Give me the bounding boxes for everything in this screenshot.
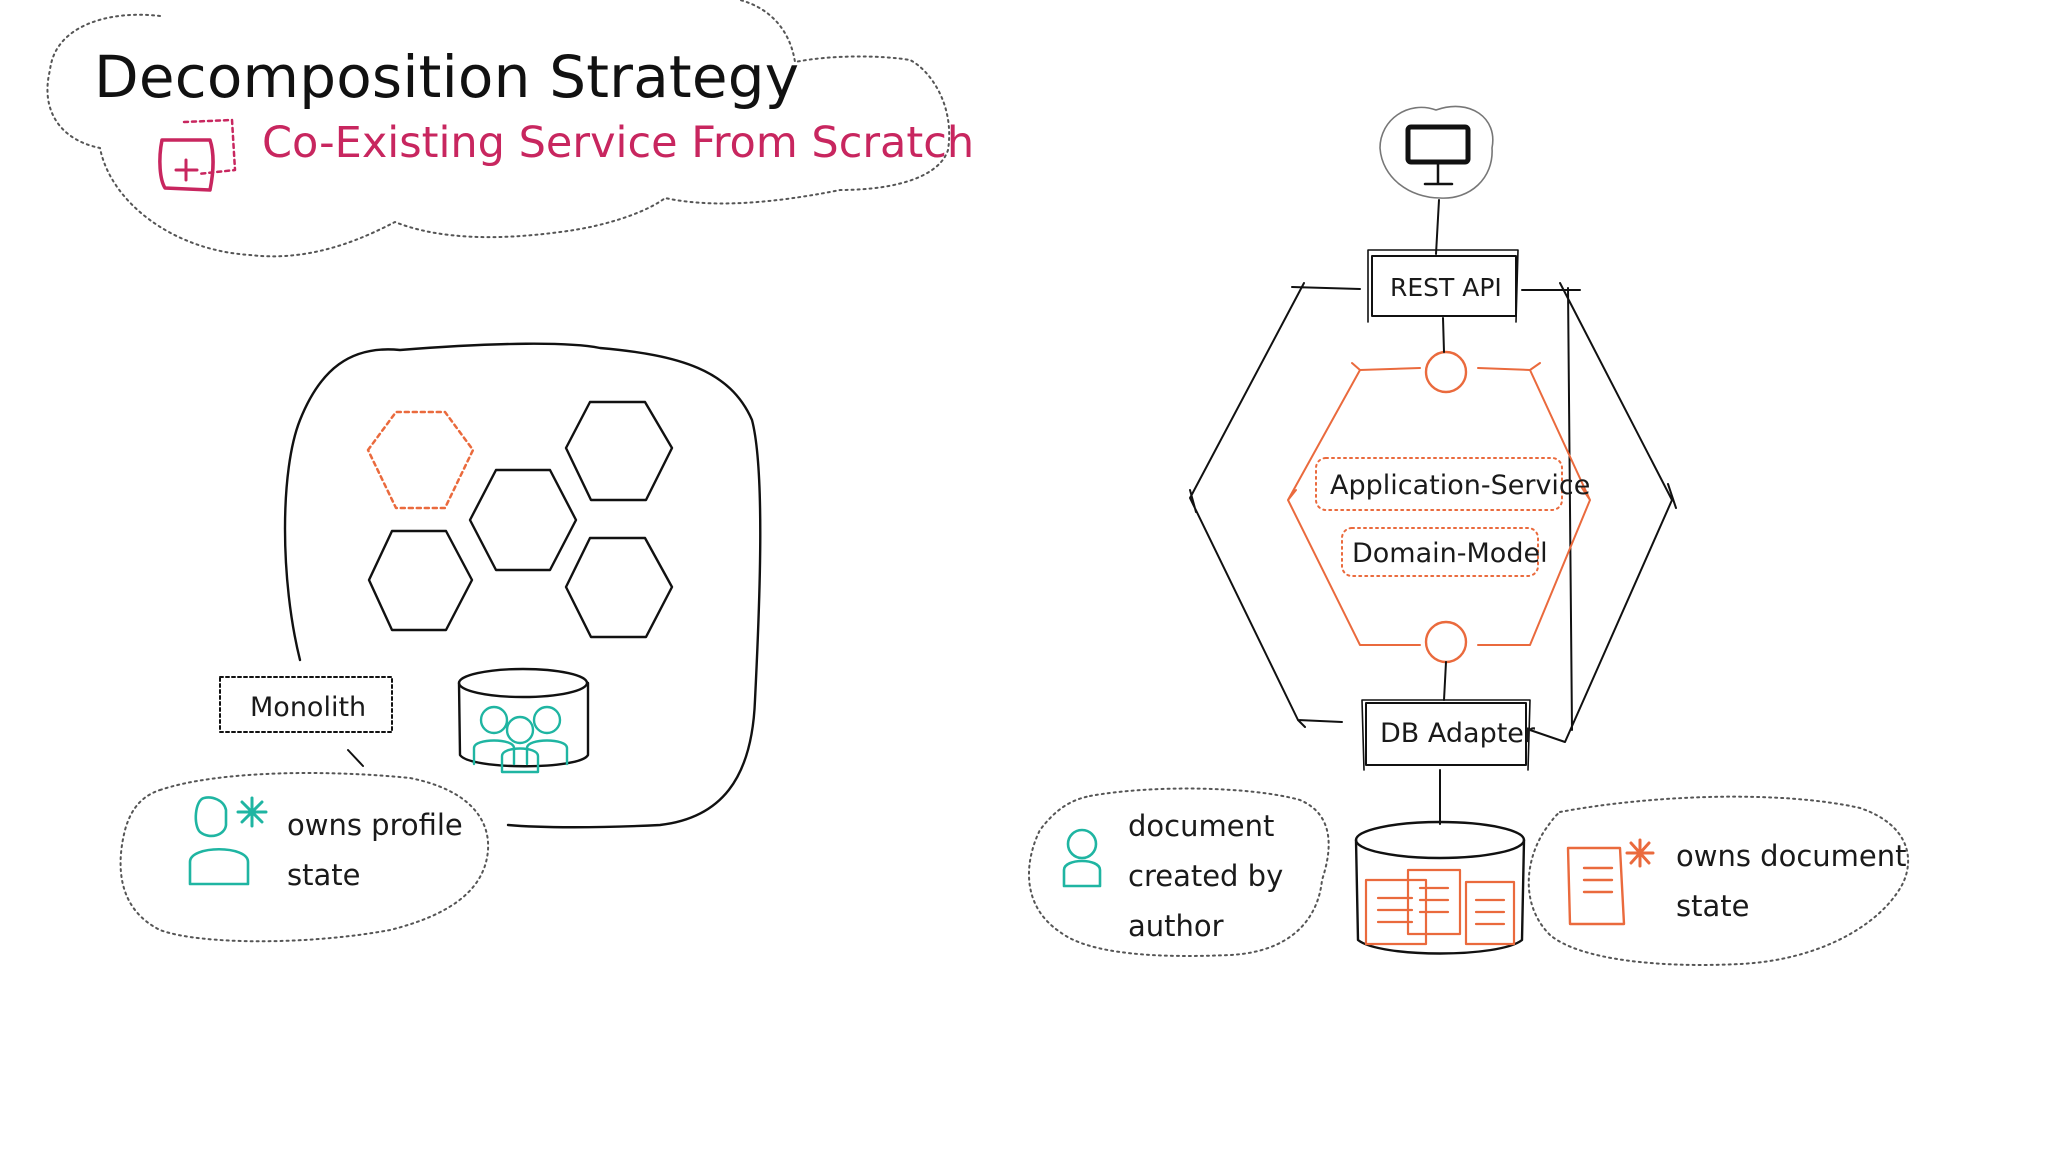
author-note-line2: created by [1128, 859, 1284, 893]
monolith-boundary [283, 342, 762, 829]
documents-database-icon [1354, 820, 1526, 955]
document-star-icon [1566, 838, 1655, 926]
db-adapter-box [1365, 702, 1527, 766]
db-adapter-label: DB Adapter [1380, 718, 1536, 749]
connector-port-dbadapter [1443, 661, 1447, 701]
user-icon [1062, 828, 1102, 888]
domain-model-label: Domain-Model [1352, 538, 1548, 569]
author-note-line3: author [1128, 909, 1224, 943]
document-note-line2: state [1676, 889, 1750, 923]
monolith-label: Monolith [250, 692, 367, 723]
scratch-box-icon [158, 118, 237, 192]
rest-api-label: REST API [1390, 273, 1502, 302]
service-inner-hexagon [1287, 362, 1591, 646]
document-note-line1: owns document [1676, 839, 1907, 873]
author-note-line1: document [1128, 809, 1275, 843]
application-service-box [1315, 457, 1563, 511]
hexagon [468, 468, 578, 572]
profile-note-cloud [119, 772, 490, 943]
hexagon [564, 536, 674, 639]
service-outer-hexagon [1189, 282, 1677, 743]
hexagon [367, 529, 474, 632]
monolith-note-pointer [347, 749, 364, 767]
profile-note-line2: state [287, 858, 361, 892]
port-bottom [1424, 620, 1468, 664]
domain-model-box [1341, 527, 1539, 577]
monolith-box [219, 676, 393, 733]
users-database-icon [457, 667, 590, 774]
application-service-label: Application-Service [1330, 470, 1591, 501]
author-note-cloud [1027, 787, 1330, 957]
hexagon-new-service [366, 410, 475, 510]
port-top [1424, 350, 1468, 394]
connector-monitor-api [1435, 199, 1440, 255]
hexagon [564, 400, 674, 502]
document-note-cloud [1527, 795, 1910, 966]
title-cloud [46, 0, 951, 258]
page-title: Decomposition Strategy [94, 43, 800, 111]
page-subtitle: Co-Existing Service From Scratch [262, 118, 975, 168]
profile-note-line1: owns profile [287, 808, 463, 842]
rest-api-box [1371, 255, 1517, 317]
connector-api-port [1442, 317, 1445, 353]
user-star-icon [188, 796, 268, 886]
monitor-icon [1379, 105, 1494, 199]
